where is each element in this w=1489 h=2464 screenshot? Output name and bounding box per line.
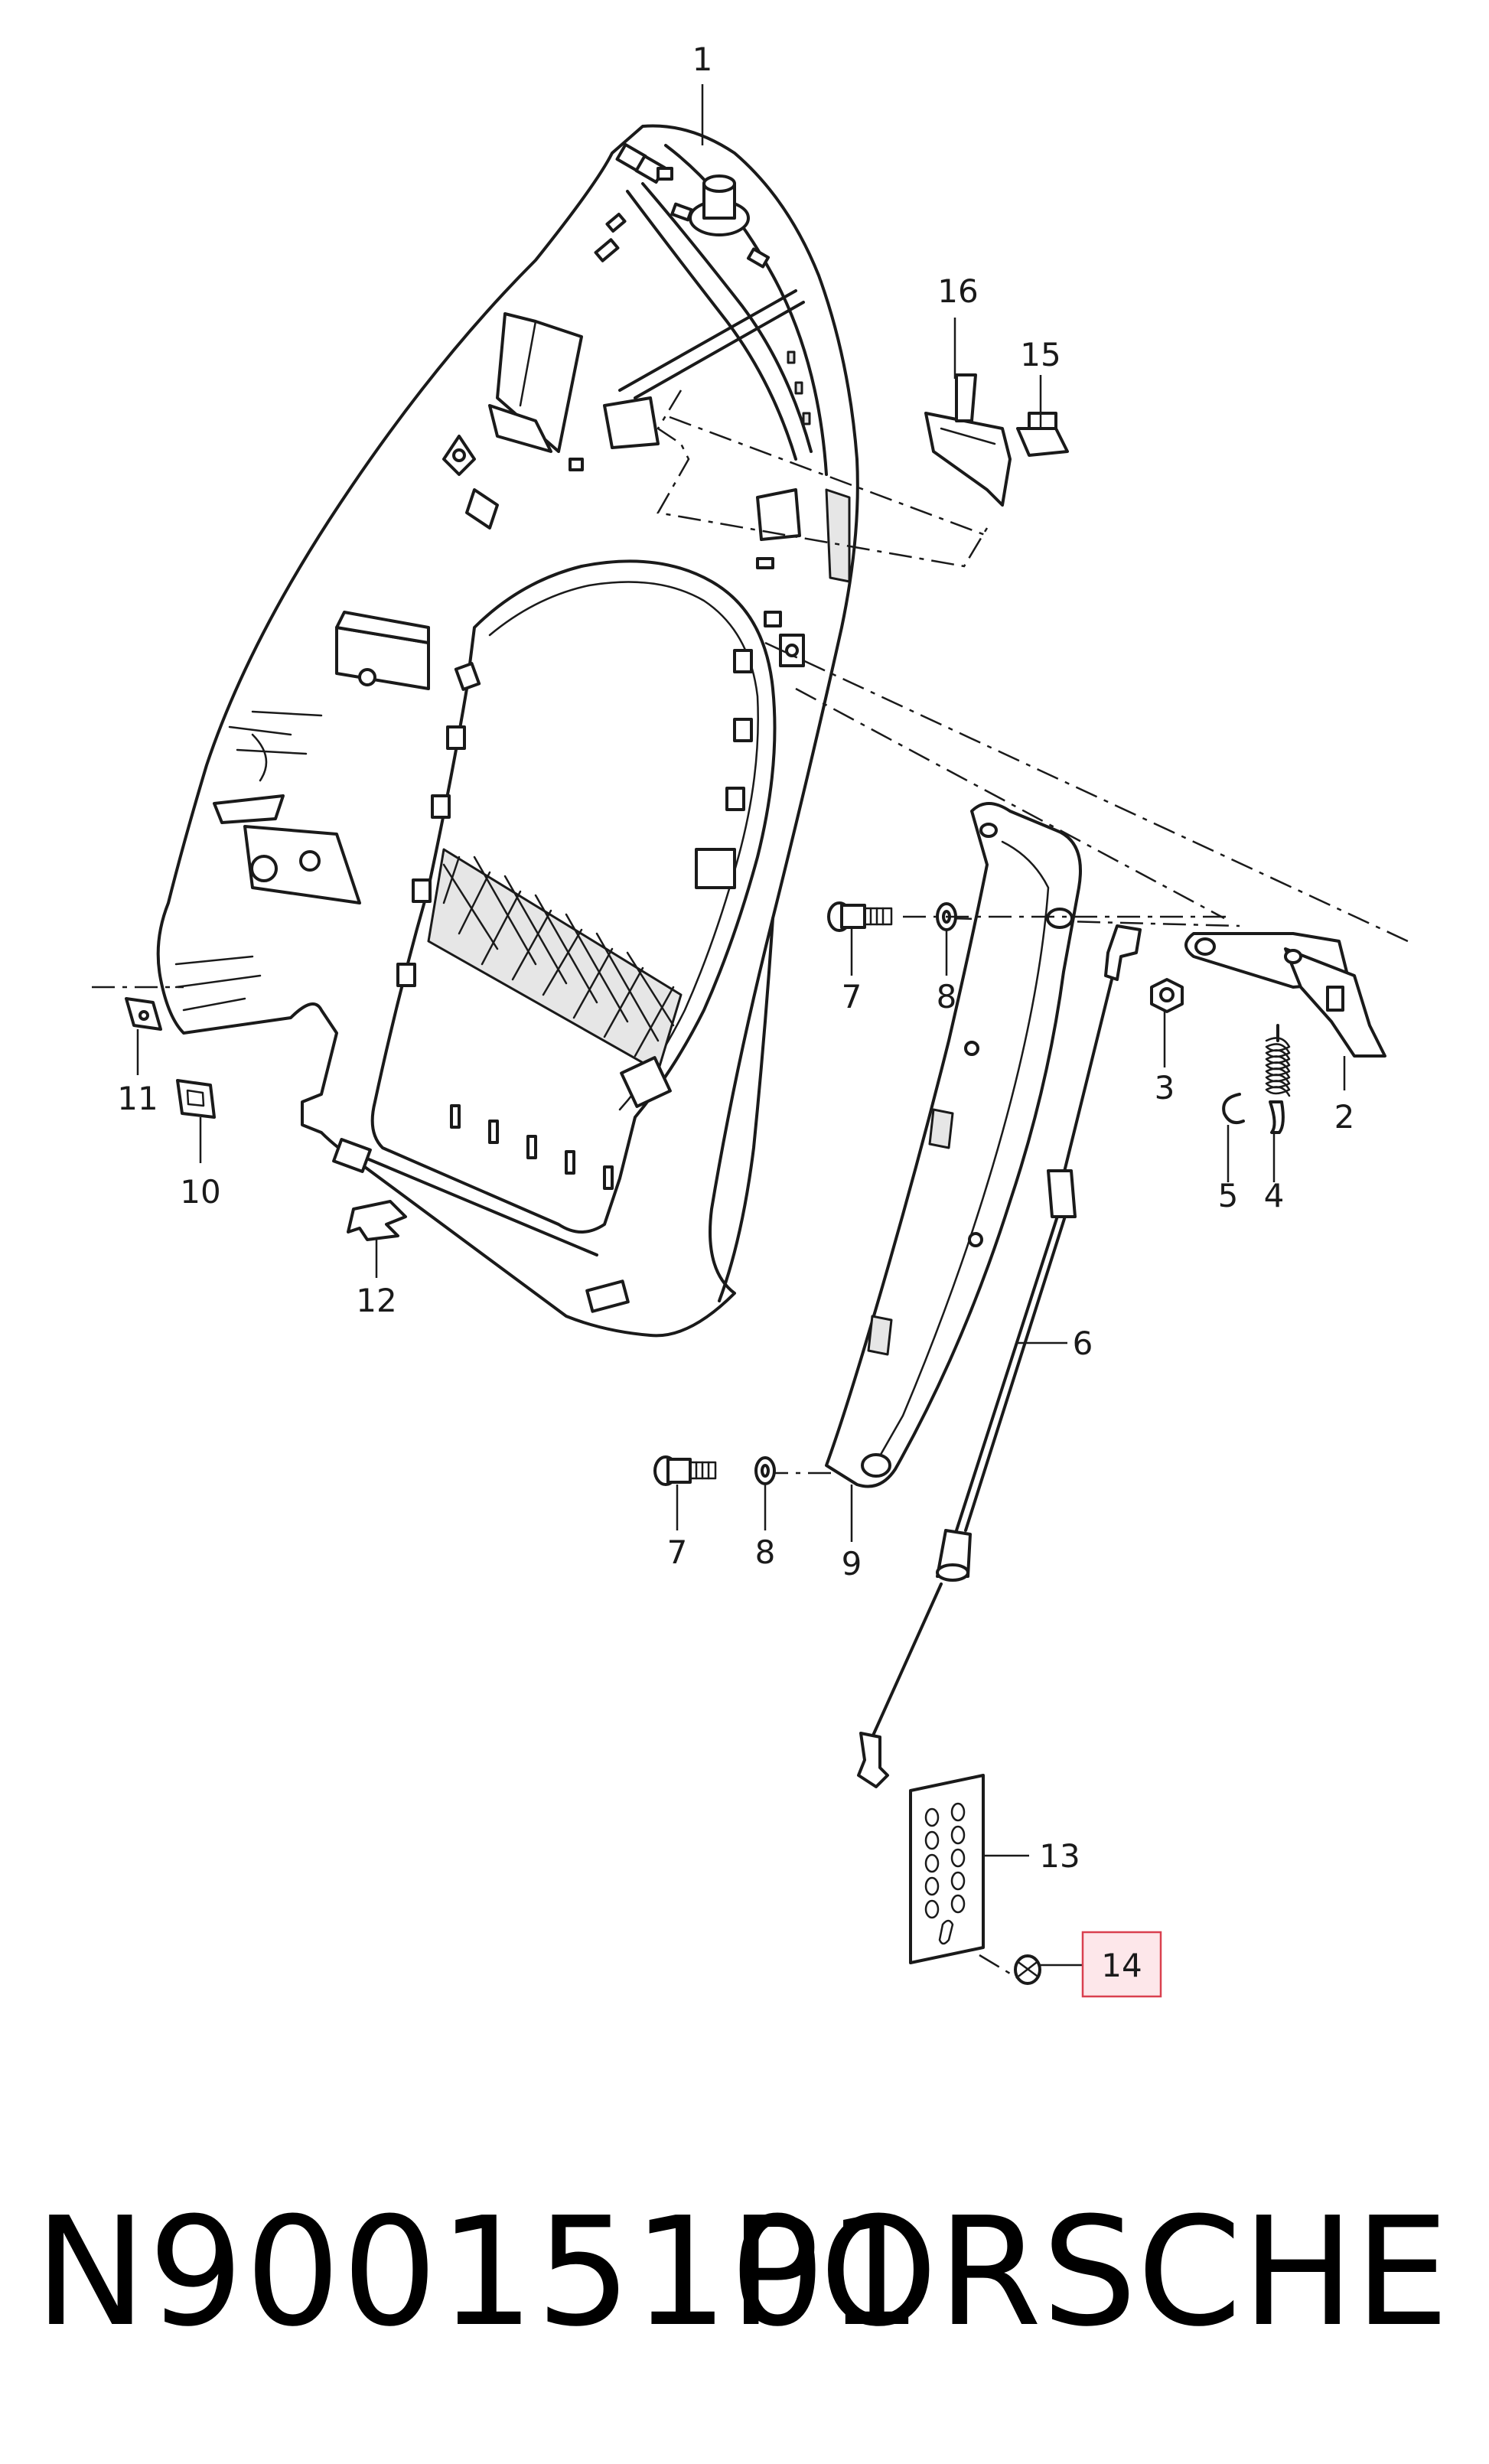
part-13-plate[interactable]: [909, 1774, 985, 1964]
callout-8-lower: 8: [755, 1533, 776, 1571]
callout-6: 6: [1073, 1325, 1093, 1362]
part-9-side-rail[interactable]: [825, 802, 1082, 1488]
callout-5: 5: [1218, 1177, 1239, 1214]
part-6-cable[interactable]: [857, 924, 1142, 1788]
callout-11: 11: [117, 1080, 158, 1117]
callout-12: 12: [356, 1282, 396, 1319]
part-14-clip-nut[interactable]: [1014, 1954, 1041, 1985]
part-16-bracket[interactable]: [924, 373, 1012, 507]
part-number: N90015101: [34, 2185, 924, 2360]
part-5-circlip[interactable]: [1222, 1093, 1245, 1124]
part-4-spring[interactable]: [1265, 1024, 1291, 1134]
callout-14: 14: [1101, 1947, 1142, 1984]
callout-10: 10: [180, 1173, 220, 1211]
part-7-bolt-lower[interactable]: [653, 1455, 717, 1486]
part-12-clip[interactable]: [347, 1200, 407, 1241]
part-2-lever[interactable]: [1184, 932, 1386, 1058]
callout-4: 4: [1264, 1177, 1285, 1214]
callout-15: 15: [1020, 336, 1061, 373]
callout-3: 3: [1155, 1069, 1175, 1107]
stud-icon: [689, 174, 750, 236]
brand-name: PORSCHE: [728, 2185, 1449, 2360]
part-3-nut[interactable]: [1150, 978, 1184, 1013]
callout-1: 1: [692, 41, 713, 78]
callout-7-lower: 7: [667, 1533, 688, 1571]
part-15-clip[interactable]: [1016, 412, 1069, 457]
callout-2: 2: [1334, 1098, 1355, 1136]
highlight-box-14: [1081, 1931, 1162, 1998]
part-8-washer-lower[interactable]: [754, 1456, 776, 1485]
leader-lines: [136, 84, 1346, 1967]
callout-16: 16: [937, 272, 978, 310]
part-11-clip[interactable]: [125, 997, 162, 1031]
callout-7-upper: 7: [842, 978, 862, 1015]
callout-9: 9: [842, 1545, 862, 1582]
callout-13: 13: [1039, 1837, 1080, 1875]
footer: N90015101 PORSCHE: [0, 2181, 1489, 2365]
callout-8-upper: 8: [937, 978, 957, 1015]
callout-labels: 1 16 15 2 3 4 5 6 7 8 7 8 9 11 10 12 13 …: [117, 41, 1355, 1998]
part-10-clip[interactable]: [176, 1079, 216, 1119]
part-1-backrest-frame[interactable]: [156, 124, 859, 1338]
part-7-bolt-upper[interactable]: [827, 901, 893, 932]
